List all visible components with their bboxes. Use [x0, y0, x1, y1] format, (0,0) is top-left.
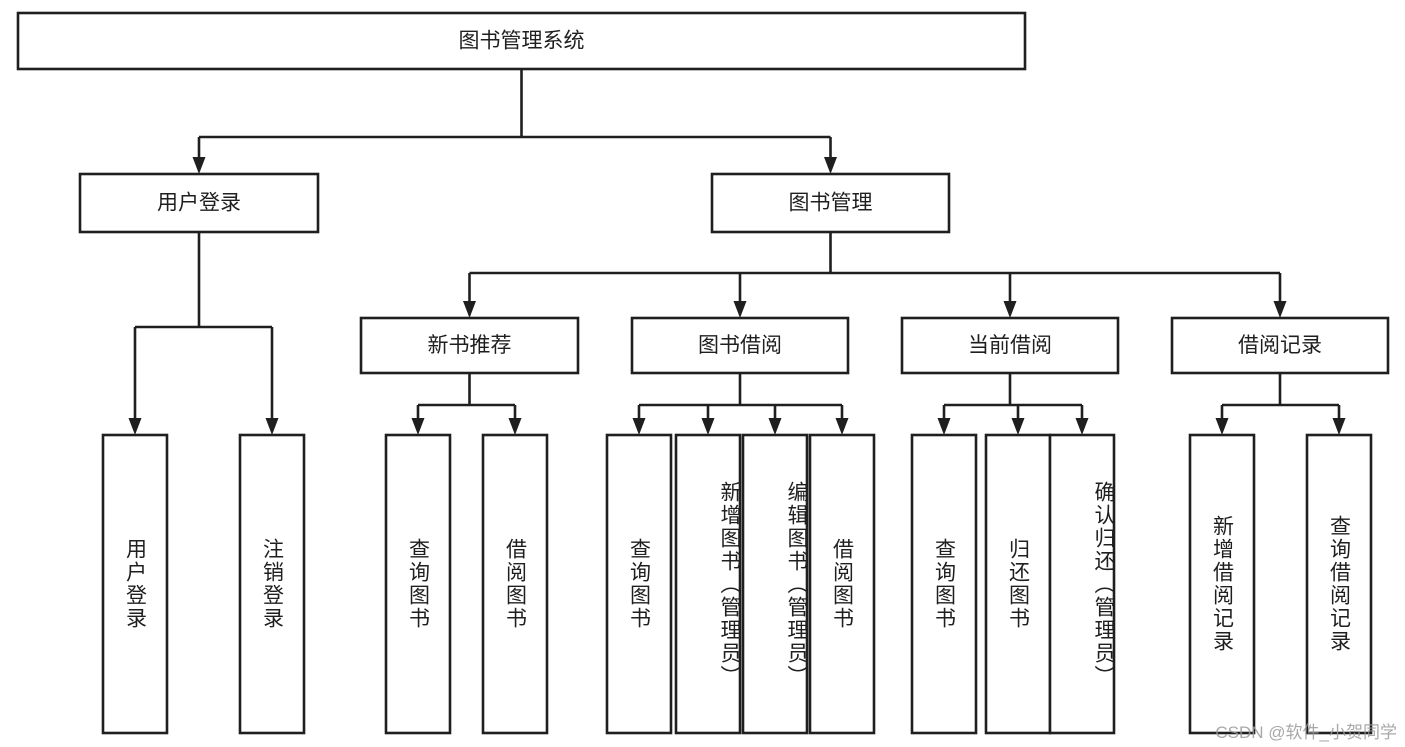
arrow-head-root-1 — [824, 157, 837, 174]
node-box-leaf-add-record[interactable] — [1188, 433, 1256, 735]
node-box-root[interactable] — [16, 11, 1027, 71]
node-label-user-login: 用户登录 — [157, 192, 241, 215]
node-box-leaf-query-book-1[interactable] — [384, 433, 452, 735]
node-label-root: 图书管理系统 — [459, 30, 585, 53]
arrow-head-current-borrow-0 — [937, 418, 951, 435]
arrow-head-borrow-record-1 — [1332, 418, 1346, 435]
connector-lines — [128, 69, 1346, 435]
node-label-borrow-record: 借阅记录 — [1238, 334, 1322, 357]
node-label-new-book-rec: 新书推荐 — [428, 334, 512, 357]
node-box-leaf-query-book-3[interactable] — [910, 433, 978, 735]
arrow-head-book-manage-0 — [463, 301, 476, 318]
arrow-head-book-borrow-3 — [835, 418, 849, 435]
arrow-head-book-manage-2 — [1003, 301, 1017, 318]
arrow-head-book-manage-1 — [733, 301, 747, 318]
node-box-leaf-borrow-book-2[interactable] — [808, 433, 876, 735]
arrow-head-user-login-0 — [128, 418, 142, 435]
arrow-head-current-borrow-1 — [1011, 418, 1025, 435]
arrow-head-new-book-rec-1 — [508, 418, 522, 435]
node-box-leaf-edit-book[interactable] — [741, 433, 809, 735]
node-box-current-borrow[interactable] — [900, 316, 1120, 375]
arrow-head-book-borrow-1 — [701, 418, 715, 435]
node-box-leaf-return-book[interactable] — [984, 433, 1052, 735]
node-box-leaf-logout[interactable] — [238, 433, 306, 735]
arrow-head-user-login-1 — [265, 418, 279, 435]
csdn-watermark: CSDN @软件_小贺同学 — [1215, 723, 1397, 742]
arrow-head-new-book-rec-0 — [411, 418, 425, 435]
node-box-new-book-rec[interactable] — [359, 316, 580, 375]
arrow-head-borrow-record-0 — [1215, 418, 1229, 435]
arrow-head-book-borrow-0 — [632, 418, 646, 435]
arrow-head-current-borrow-2 — [1075, 418, 1089, 435]
node-box-book-borrow[interactable] — [630, 316, 850, 375]
node-boxes — [16, 11, 1390, 735]
node-box-borrow-record[interactable] — [1170, 316, 1390, 375]
node-box-book-manage[interactable] — [710, 172, 951, 234]
node-label-current-borrow: 当前借阅 — [968, 334, 1052, 357]
node-box-leaf-add-book[interactable] — [674, 433, 742, 735]
arrow-head-book-borrow-2 — [768, 418, 782, 435]
node-box-leaf-query-book-2[interactable] — [605, 433, 673, 735]
arrow-head-root-0 — [192, 157, 206, 174]
node-label-book-manage: 图书管理 — [789, 192, 873, 215]
node-box-user-login[interactable] — [78, 172, 320, 234]
arrow-head-book-manage-3 — [1273, 301, 1287, 318]
node-box-leaf-user-login[interactable] — [101, 433, 169, 735]
node-box-leaf-borrow-book-1[interactable] — [481, 433, 549, 735]
node-box-leaf-confirm-return[interactable] — [1048, 433, 1116, 735]
node-label-book-borrow: 图书借阅 — [698, 334, 782, 357]
node-box-leaf-query-record[interactable] — [1305, 433, 1373, 735]
